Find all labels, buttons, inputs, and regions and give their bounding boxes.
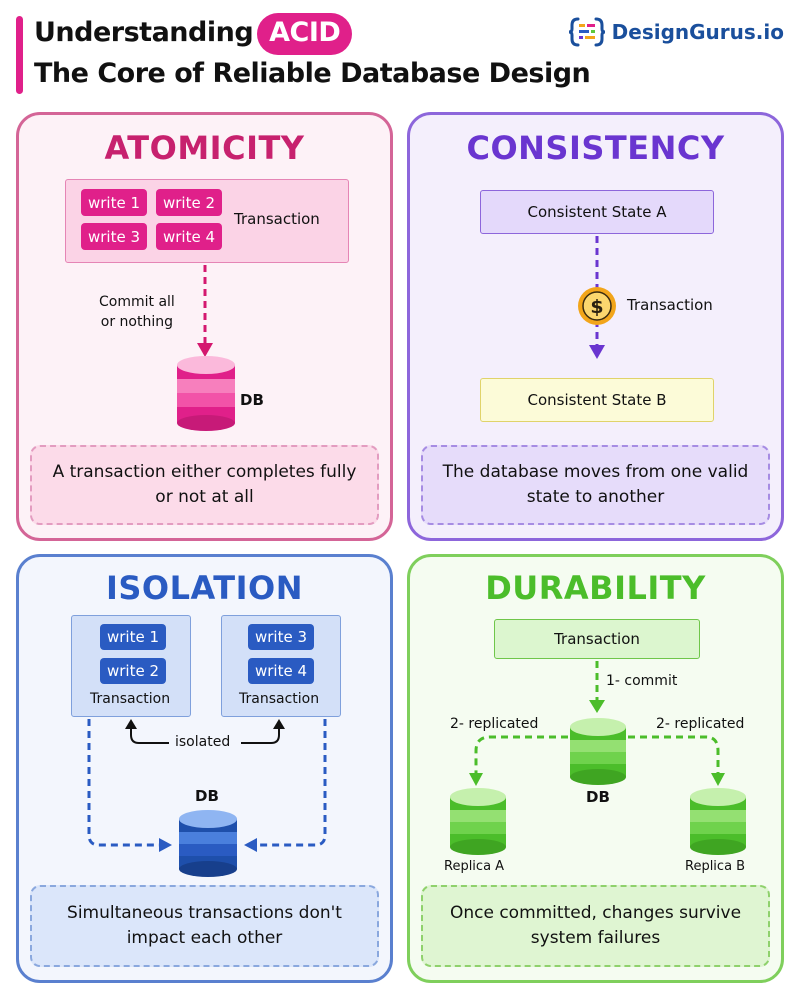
atomicity-transaction-label: Transaction (234, 210, 320, 228)
write-chip: write 4 (248, 658, 314, 684)
write-chip: write 1 (81, 189, 147, 216)
commit-all-label: Commit all or nothing (99, 294, 175, 330)
isolated-label: isolated (175, 734, 231, 750)
write-chip: write 4 (156, 223, 222, 250)
atomicity-arrow (197, 265, 213, 357)
durability-caption: Once committed, changes survive system f… (421, 885, 770, 967)
consistency-card: CONSISTENCY Consistent State A $ Transac… (407, 112, 784, 541)
replica-b-label: Replica B (685, 859, 746, 874)
durability-transaction-box: Transaction (494, 619, 700, 659)
commit-label: 1- commit (606, 673, 678, 689)
transaction-label-1: Transaction (90, 691, 171, 707)
replicated-label-right: 2- replicated (656, 716, 745, 732)
write-chip: write 2 (156, 189, 222, 216)
replica-a-label: Replica A (444, 859, 505, 874)
consistency-caption: The database moves from one valid state … (421, 445, 770, 525)
consistent-state-b: Consistent State B (480, 378, 714, 422)
commit-arrow (589, 661, 605, 713)
dollar-coin-icon: $ (578, 287, 616, 325)
code-braces-icon (568, 17, 605, 47)
atomicity-title: ATOMICITY (104, 129, 305, 167)
transaction-label-2: Transaction (239, 691, 320, 707)
database-icon (570, 718, 626, 785)
isolation-db-arrows (87, 719, 327, 852)
write-chip: write 3 (81, 223, 147, 250)
atomicity-db-label: DB (240, 391, 264, 409)
isolation-card: ISOLATION write 1 write 2 Transaction wr… (16, 554, 393, 983)
consistency-title: CONSISTENCY (466, 129, 725, 167)
replicated-label-left: 2- replicated (450, 716, 539, 732)
brand-name[interactable]: DesignGurus.io (611, 20, 784, 44)
consistency-transaction-label: Transaction (627, 296, 713, 314)
title-text: Understanding (34, 17, 254, 48)
replica-a-icon (450, 788, 506, 855)
accent-bar (16, 16, 23, 94)
isolation-title: ISOLATION (105, 569, 304, 607)
consistent-state-a: Consistent State A (480, 190, 714, 234)
isolation-db-label: DB (195, 787, 219, 805)
write-chip: write 3 (248, 624, 314, 650)
replica-b-icon (690, 788, 746, 855)
durability-db-label: DB (586, 788, 610, 806)
durability-card: DURABILITY Transaction 1- commit 2- repl… (407, 554, 784, 983)
title-highlight-acid: ACID (257, 13, 353, 55)
isolation-caption: Simultaneous transactions don't impact e… (30, 885, 379, 967)
database-icon (179, 810, 237, 877)
atomicity-caption: A transaction either completes fully or … (30, 445, 379, 525)
svg-text:$: $ (590, 296, 603, 318)
write-chip: write 2 (100, 658, 166, 684)
write-chip: write 1 (100, 624, 166, 650)
database-icon (177, 356, 235, 431)
page-subtitle: The Core of Reliable Database Design (34, 58, 591, 89)
durability-title: DURABILITY (485, 569, 706, 607)
brand-logo[interactable]: DesignGurus.io (568, 16, 784, 48)
atomicity-card: ATOMICITY write 1 write 2 write 3 write … (16, 112, 393, 541)
replication-arrows (469, 735, 725, 786)
isolated-arrows (125, 719, 285, 744)
